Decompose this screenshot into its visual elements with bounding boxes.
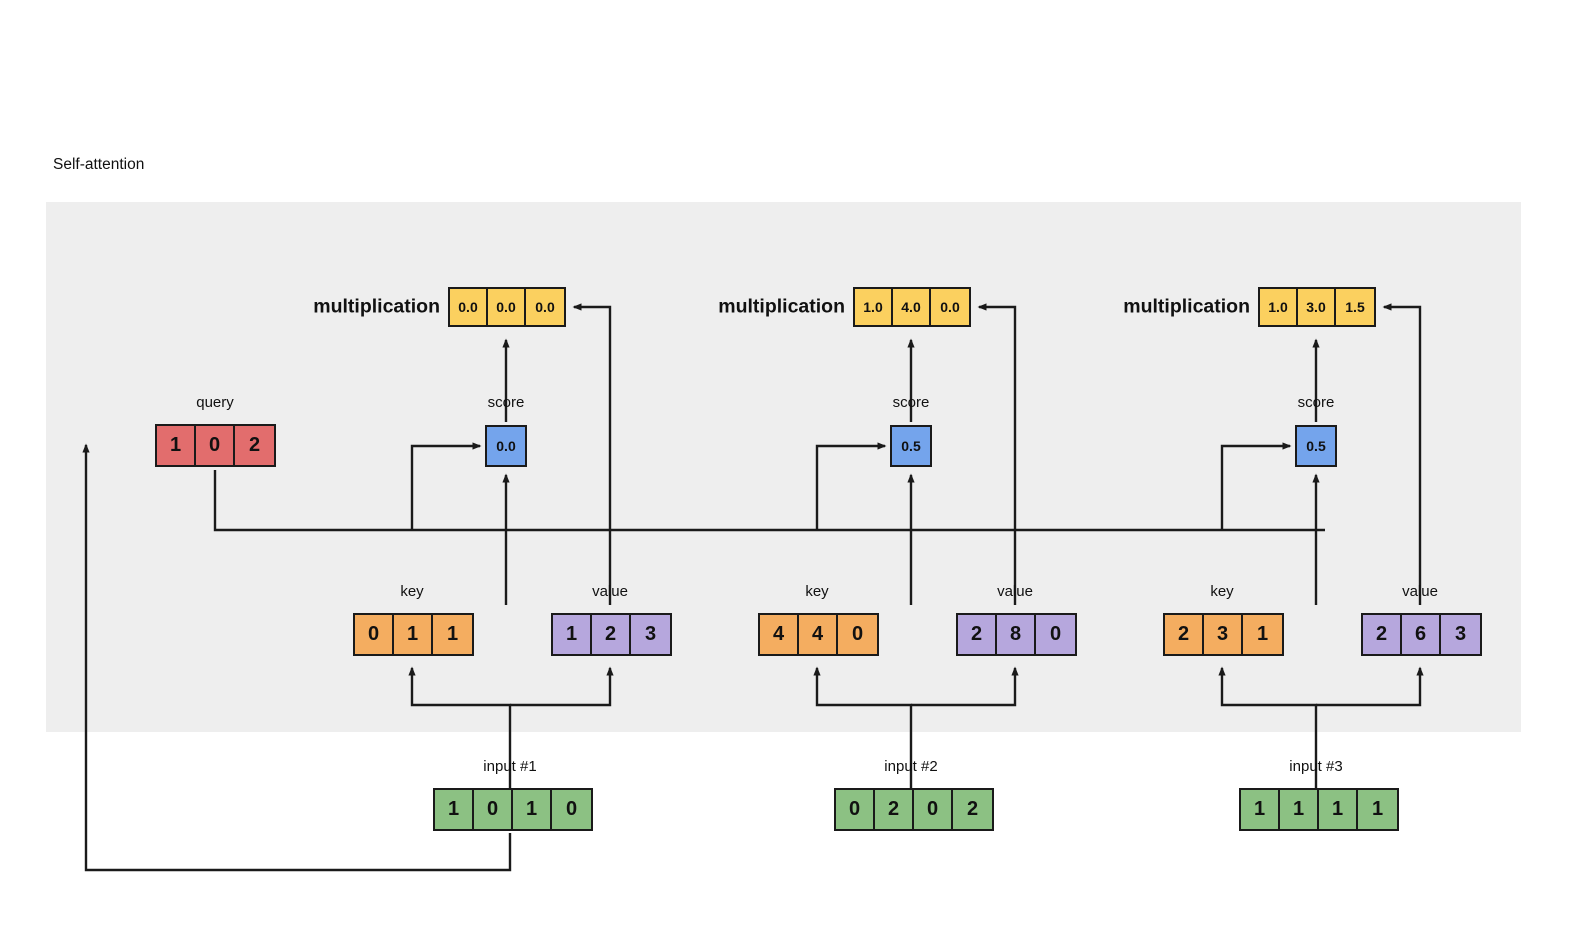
key-vector-1[interactable]: 0 1 1 — [353, 613, 474, 656]
multiplication-vector-1[interactable]: 0.0 0.0 0.0 — [448, 287, 566, 327]
value-vector-2[interactable]: 2 8 0 — [956, 613, 1077, 656]
input-cell: 1 — [435, 790, 474, 829]
input-label-2: input #2 — [884, 758, 938, 775]
multiplication-cell: 0.0 — [450, 289, 488, 325]
multiplication-cell: 3.0 — [1298, 289, 1336, 325]
key-cell: 1 — [1243, 615, 1282, 654]
input-cell: 0 — [914, 790, 953, 829]
score-cell: 0.5 — [892, 427, 930, 465]
input-cell: 0 — [552, 790, 591, 829]
value-label-2: value — [997, 583, 1033, 600]
multiplication-cell: 4.0 — [893, 289, 931, 325]
key-vector-3[interactable]: 2 3 1 — [1163, 613, 1284, 656]
key-cell: 4 — [760, 615, 799, 654]
score-cell: 0.0 — [487, 427, 525, 465]
multiplication-cell: 1.0 — [855, 289, 893, 325]
value-vector-1[interactable]: 1 2 3 — [551, 613, 672, 656]
value-cell: 2 — [592, 615, 631, 654]
key-cell: 4 — [799, 615, 838, 654]
score-cell: 0.5 — [1297, 427, 1335, 465]
score-label-3: score — [1297, 394, 1335, 411]
input-cell: 1 — [1319, 790, 1358, 829]
key-cell: 3 — [1204, 615, 1243, 654]
input-vector-1[interactable]: 1 0 1 0 — [433, 788, 593, 831]
key-cell: 0 — [838, 615, 877, 654]
input-cell: 0 — [474, 790, 513, 829]
key-label-1: key — [400, 583, 424, 600]
input-cell: 0 — [836, 790, 875, 829]
input-cell: 2 — [875, 790, 914, 829]
query-cell: 1 — [157, 426, 196, 465]
page-title: Self-attention — [53, 156, 145, 173]
value-cell: 2 — [1363, 615, 1402, 654]
multiplication-label-3: multiplication — [1123, 295, 1250, 318]
query-cell: 2 — [235, 426, 274, 465]
value-vector-3[interactable]: 2 6 3 — [1361, 613, 1482, 656]
score-label-2: score — [892, 394, 930, 411]
value-cell: 0 — [1036, 615, 1075, 654]
input-label-3: input #3 — [1289, 758, 1343, 775]
multiplication-cell: 0.0 — [931, 289, 969, 325]
key-label-3: key — [1210, 583, 1234, 600]
value-label-3: value — [1402, 583, 1438, 600]
value-cell: 1 — [553, 615, 592, 654]
multiplication-vector-3[interactable]: 1.0 3.0 1.5 — [1258, 287, 1376, 327]
input-cell: 2 — [953, 790, 992, 829]
key-cell: 1 — [433, 615, 472, 654]
input-vector-2[interactable]: 0 2 0 2 — [834, 788, 994, 831]
value-cell: 3 — [1441, 615, 1480, 654]
multiplication-cell: 0.0 — [488, 289, 526, 325]
input-vector-3[interactable]: 1 1 1 1 — [1239, 788, 1399, 831]
score-box-2[interactable]: 0.5 — [890, 425, 932, 467]
score-label-1: score — [487, 394, 525, 411]
value-cell: 6 — [1402, 615, 1441, 654]
key-cell: 0 — [355, 615, 394, 654]
key-label-2: key — [805, 583, 829, 600]
key-cell: 2 — [1165, 615, 1204, 654]
multiplication-label-1: multiplication — [313, 295, 440, 318]
score-box-3[interactable]: 0.5 — [1295, 425, 1337, 467]
value-cell: 8 — [997, 615, 1036, 654]
input-cell: 1 — [1280, 790, 1319, 829]
multiplication-label-2: multiplication — [718, 295, 845, 318]
query-cell: 0 — [196, 426, 235, 465]
value-cell: 3 — [631, 615, 670, 654]
query-vector[interactable]: 1 0 2 — [155, 424, 276, 467]
input-cell: 1 — [1241, 790, 1280, 829]
query-label: query — [196, 394, 234, 411]
multiplication-cell: 0.0 — [526, 289, 564, 325]
key-cell: 1 — [394, 615, 433, 654]
multiplication-cell: 1.0 — [1260, 289, 1298, 325]
input-cell: 1 — [1358, 790, 1397, 829]
value-label-1: value — [592, 583, 628, 600]
multiplication-vector-2[interactable]: 1.0 4.0 0.0 — [853, 287, 971, 327]
score-box-1[interactable]: 0.0 — [485, 425, 527, 467]
multiplication-cell: 1.5 — [1336, 289, 1374, 325]
input-cell: 1 — [513, 790, 552, 829]
input-label-1: input #1 — [483, 758, 537, 775]
value-cell: 2 — [958, 615, 997, 654]
key-vector-2[interactable]: 4 4 0 — [758, 613, 879, 656]
